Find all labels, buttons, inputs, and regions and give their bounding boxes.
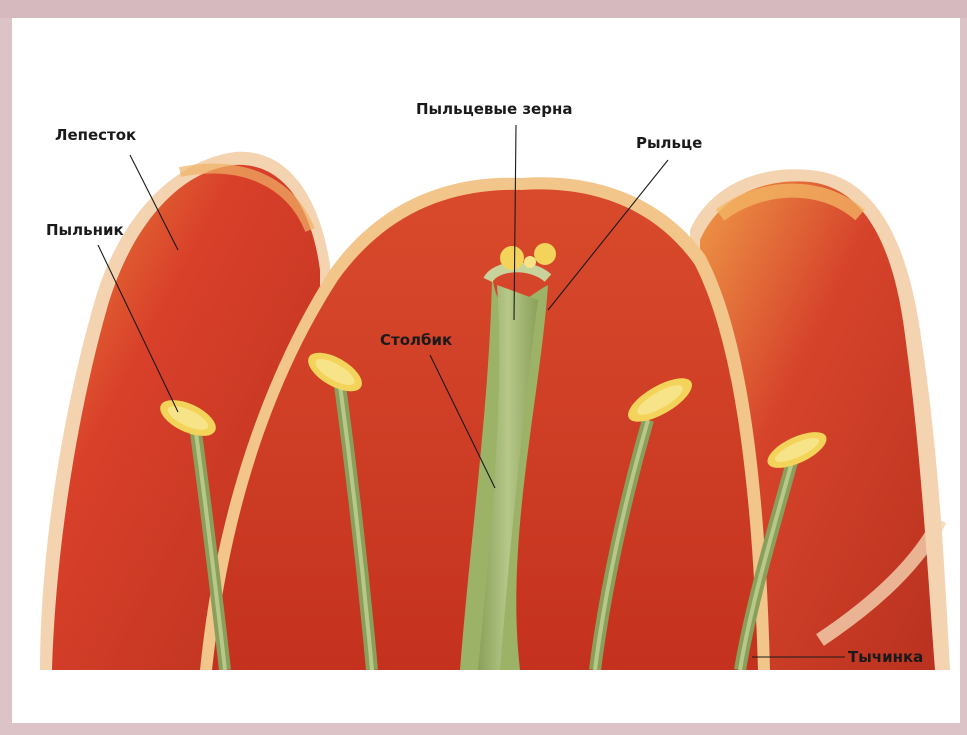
- label-stigma: Рыльце: [636, 134, 702, 152]
- label-style: Столбик: [380, 331, 452, 349]
- label-anther: Пыльник: [46, 221, 124, 239]
- label-pollen: Пыльцевые зерна: [416, 100, 572, 118]
- top-strip: [0, 0, 967, 18]
- label-stamen: Тычинка: [848, 648, 923, 666]
- label-petal: Лепесток: [55, 126, 136, 144]
- tulip-diagram: Лепесток Пыльник Пыльцевые зерна Рыльце …: [36, 50, 960, 670]
